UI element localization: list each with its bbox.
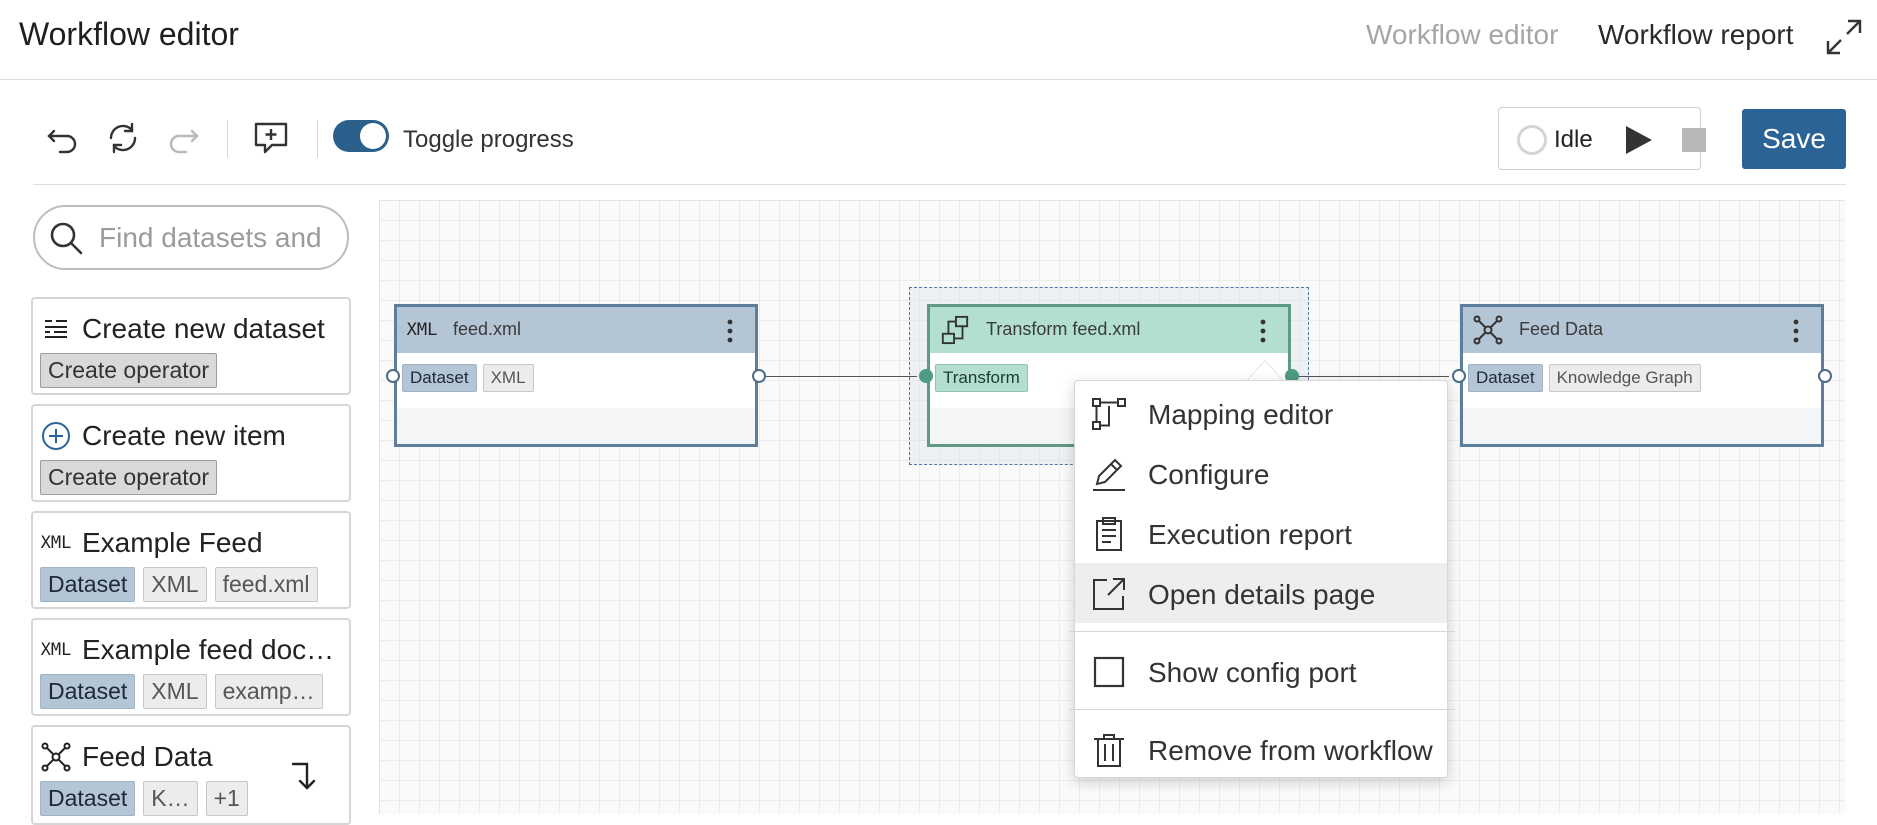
- sidebar-item-example-feed-doc[interactable]: XML Example feed doc… Dataset XML examp…: [31, 618, 351, 716]
- toolbar-separator: [227, 120, 228, 158]
- menu-item-mapping-editor[interactable]: Mapping editor: [1075, 383, 1447, 443]
- search-input[interactable]: [99, 219, 339, 257]
- transform-icon: [940, 315, 970, 345]
- menu-item-remove[interactable]: Remove from workflow: [1075, 719, 1447, 779]
- input-port[interactable]: [919, 369, 933, 383]
- toolbar-separator: [317, 120, 318, 158]
- file-tag: examp…: [214, 674, 323, 709]
- sidebar-item-create-item[interactable]: Create new item Create operator: [31, 404, 351, 502]
- type-tag: XML: [143, 567, 207, 602]
- save-button[interactable]: Save: [1742, 109, 1846, 169]
- toolbar-divider: [33, 184, 1846, 185]
- knowledge-graph-icon: [1473, 315, 1503, 345]
- dataset-tag: Dataset: [402, 364, 477, 392]
- type-tag: XML: [143, 674, 207, 709]
- toggle-progress-label: Toggle progress: [403, 126, 574, 153]
- operator-tag: Create operator: [40, 460, 218, 495]
- transform-tag: Transform: [935, 364, 1028, 392]
- node-title: feed.xml: [453, 319, 522, 339]
- clipboard-icon: [1091, 516, 1127, 552]
- node-context-menu: Mapping editor Configure Execution repor…: [1069, 380, 1455, 779]
- sidebar-search: [33, 205, 349, 270]
- file-tag: feed.xml: [214, 567, 318, 602]
- node-title: Feed Data: [1519, 319, 1604, 339]
- menu-item-label: Mapping editor: [1148, 399, 1334, 430]
- sidebar-item-label: Create new item: [82, 420, 286, 451]
- xml-icon: XML: [40, 640, 72, 660]
- node-title: Transform feed.xml: [986, 319, 1141, 339]
- output-port[interactable]: [752, 369, 766, 383]
- mapping-icon: [1091, 396, 1127, 432]
- external-link-icon: [1091, 576, 1127, 612]
- stop-icon[interactable]: [1680, 126, 1708, 154]
- search-icon: [48, 220, 84, 256]
- toggle-progress-switch[interactable]: [333, 120, 389, 152]
- knowledge-graph-icon: [41, 742, 71, 772]
- menu-item-label: Remove from workflow: [1148, 735, 1433, 766]
- dataset-tag: Dataset: [1468, 364, 1543, 392]
- menu-separator: [1069, 631, 1455, 632]
- undo-icon[interactable]: [43, 118, 83, 158]
- type-tag: K…: [143, 781, 198, 816]
- type-tag: Knowledge Graph: [1548, 364, 1701, 392]
- play-icon[interactable]: [1621, 123, 1655, 157]
- plus-circle-icon: [41, 421, 71, 451]
- more-tags-badge: +1: [205, 781, 248, 816]
- menu-item-configure[interactable]: Configure: [1075, 443, 1447, 503]
- menu-item-label: Show config port: [1148, 657, 1357, 688]
- sidebar-item-label: Example feed doc…: [82, 634, 335, 665]
- sidebar-item-label: Feed Data: [82, 741, 213, 772]
- kebab-menu-icon[interactable]: [1253, 318, 1273, 344]
- menu-item-open-details[interactable]: Open details page: [1075, 563, 1447, 623]
- menu-separator: [1069, 709, 1455, 710]
- menu-item-show-config-port[interactable]: Show config port: [1075, 641, 1447, 701]
- status-circle-icon: [1517, 125, 1547, 155]
- edge-line: [766, 376, 917, 377]
- sidebar-item-feed-data[interactable]: Feed Data Dataset K… +1: [31, 725, 351, 825]
- menu-item-label: Execution report: [1148, 519, 1352, 550]
- menu-item-label: Configure: [1148, 459, 1270, 490]
- workflow-node-feed-data[interactable]: Feed Data Dataset Knowledge Graph: [1460, 304, 1824, 447]
- xml-icon: XML: [406, 320, 438, 340]
- context-menu-pointer: [1247, 361, 1283, 381]
- dataset-tag: Dataset: [40, 567, 136, 602]
- input-port[interactable]: [386, 369, 400, 383]
- add-comment-icon[interactable]: [251, 118, 291, 158]
- pencil-icon: [1091, 456, 1127, 492]
- text-lines-icon: [41, 314, 71, 344]
- page-title: Workflow editor: [19, 16, 239, 52]
- sidebar-item-label: Create new dataset: [82, 313, 325, 344]
- nav-workflow-report[interactable]: Workflow report: [1598, 19, 1794, 50]
- sidebar-item-create-dataset[interactable]: Create new dataset Create operator: [31, 297, 351, 395]
- input-port[interactable]: [1452, 369, 1466, 383]
- reload-icon[interactable]: [103, 118, 143, 158]
- kebab-menu-icon[interactable]: [1786, 318, 1806, 344]
- sidebar-item-label: Example Feed: [82, 527, 263, 558]
- xml-icon: XML: [40, 533, 72, 553]
- arrow-down-right-icon[interactable]: [289, 760, 319, 792]
- sidebar-item-example-feed[interactable]: XML Example Feed Dataset XML feed.xml: [31, 511, 351, 609]
- trash-icon: [1091, 732, 1127, 768]
- dataset-tag: Dataset: [40, 781, 136, 816]
- kebab-menu-icon[interactable]: [720, 318, 740, 344]
- fullscreen-icon[interactable]: [1824, 17, 1864, 57]
- redo-icon[interactable]: [163, 118, 203, 158]
- dataset-tag: Dataset: [40, 674, 136, 709]
- workflow-node-feed-xml[interactable]: XML feed.xml Dataset XML: [394, 304, 758, 447]
- output-port[interactable]: [1818, 369, 1832, 383]
- menu-item-execution-report[interactable]: Execution report: [1075, 503, 1447, 563]
- type-tag: XML: [482, 364, 534, 392]
- edge-line: [1298, 376, 1449, 377]
- checkbox-icon: [1091, 654, 1127, 690]
- menu-item-label: Open details page: [1148, 579, 1376, 610]
- app-header: Workflow editor Workflow editor Workflow…: [0, 0, 1877, 80]
- nav-workflow-editor[interactable]: Workflow editor: [1366, 19, 1559, 50]
- workflow-toolbar: Toggle progress Idle Save: [33, 107, 1846, 184]
- run-controls: Idle: [1498, 107, 1706, 170]
- operator-tag: Create operator: [40, 353, 218, 388]
- run-status: Idle: [1554, 126, 1593, 153]
